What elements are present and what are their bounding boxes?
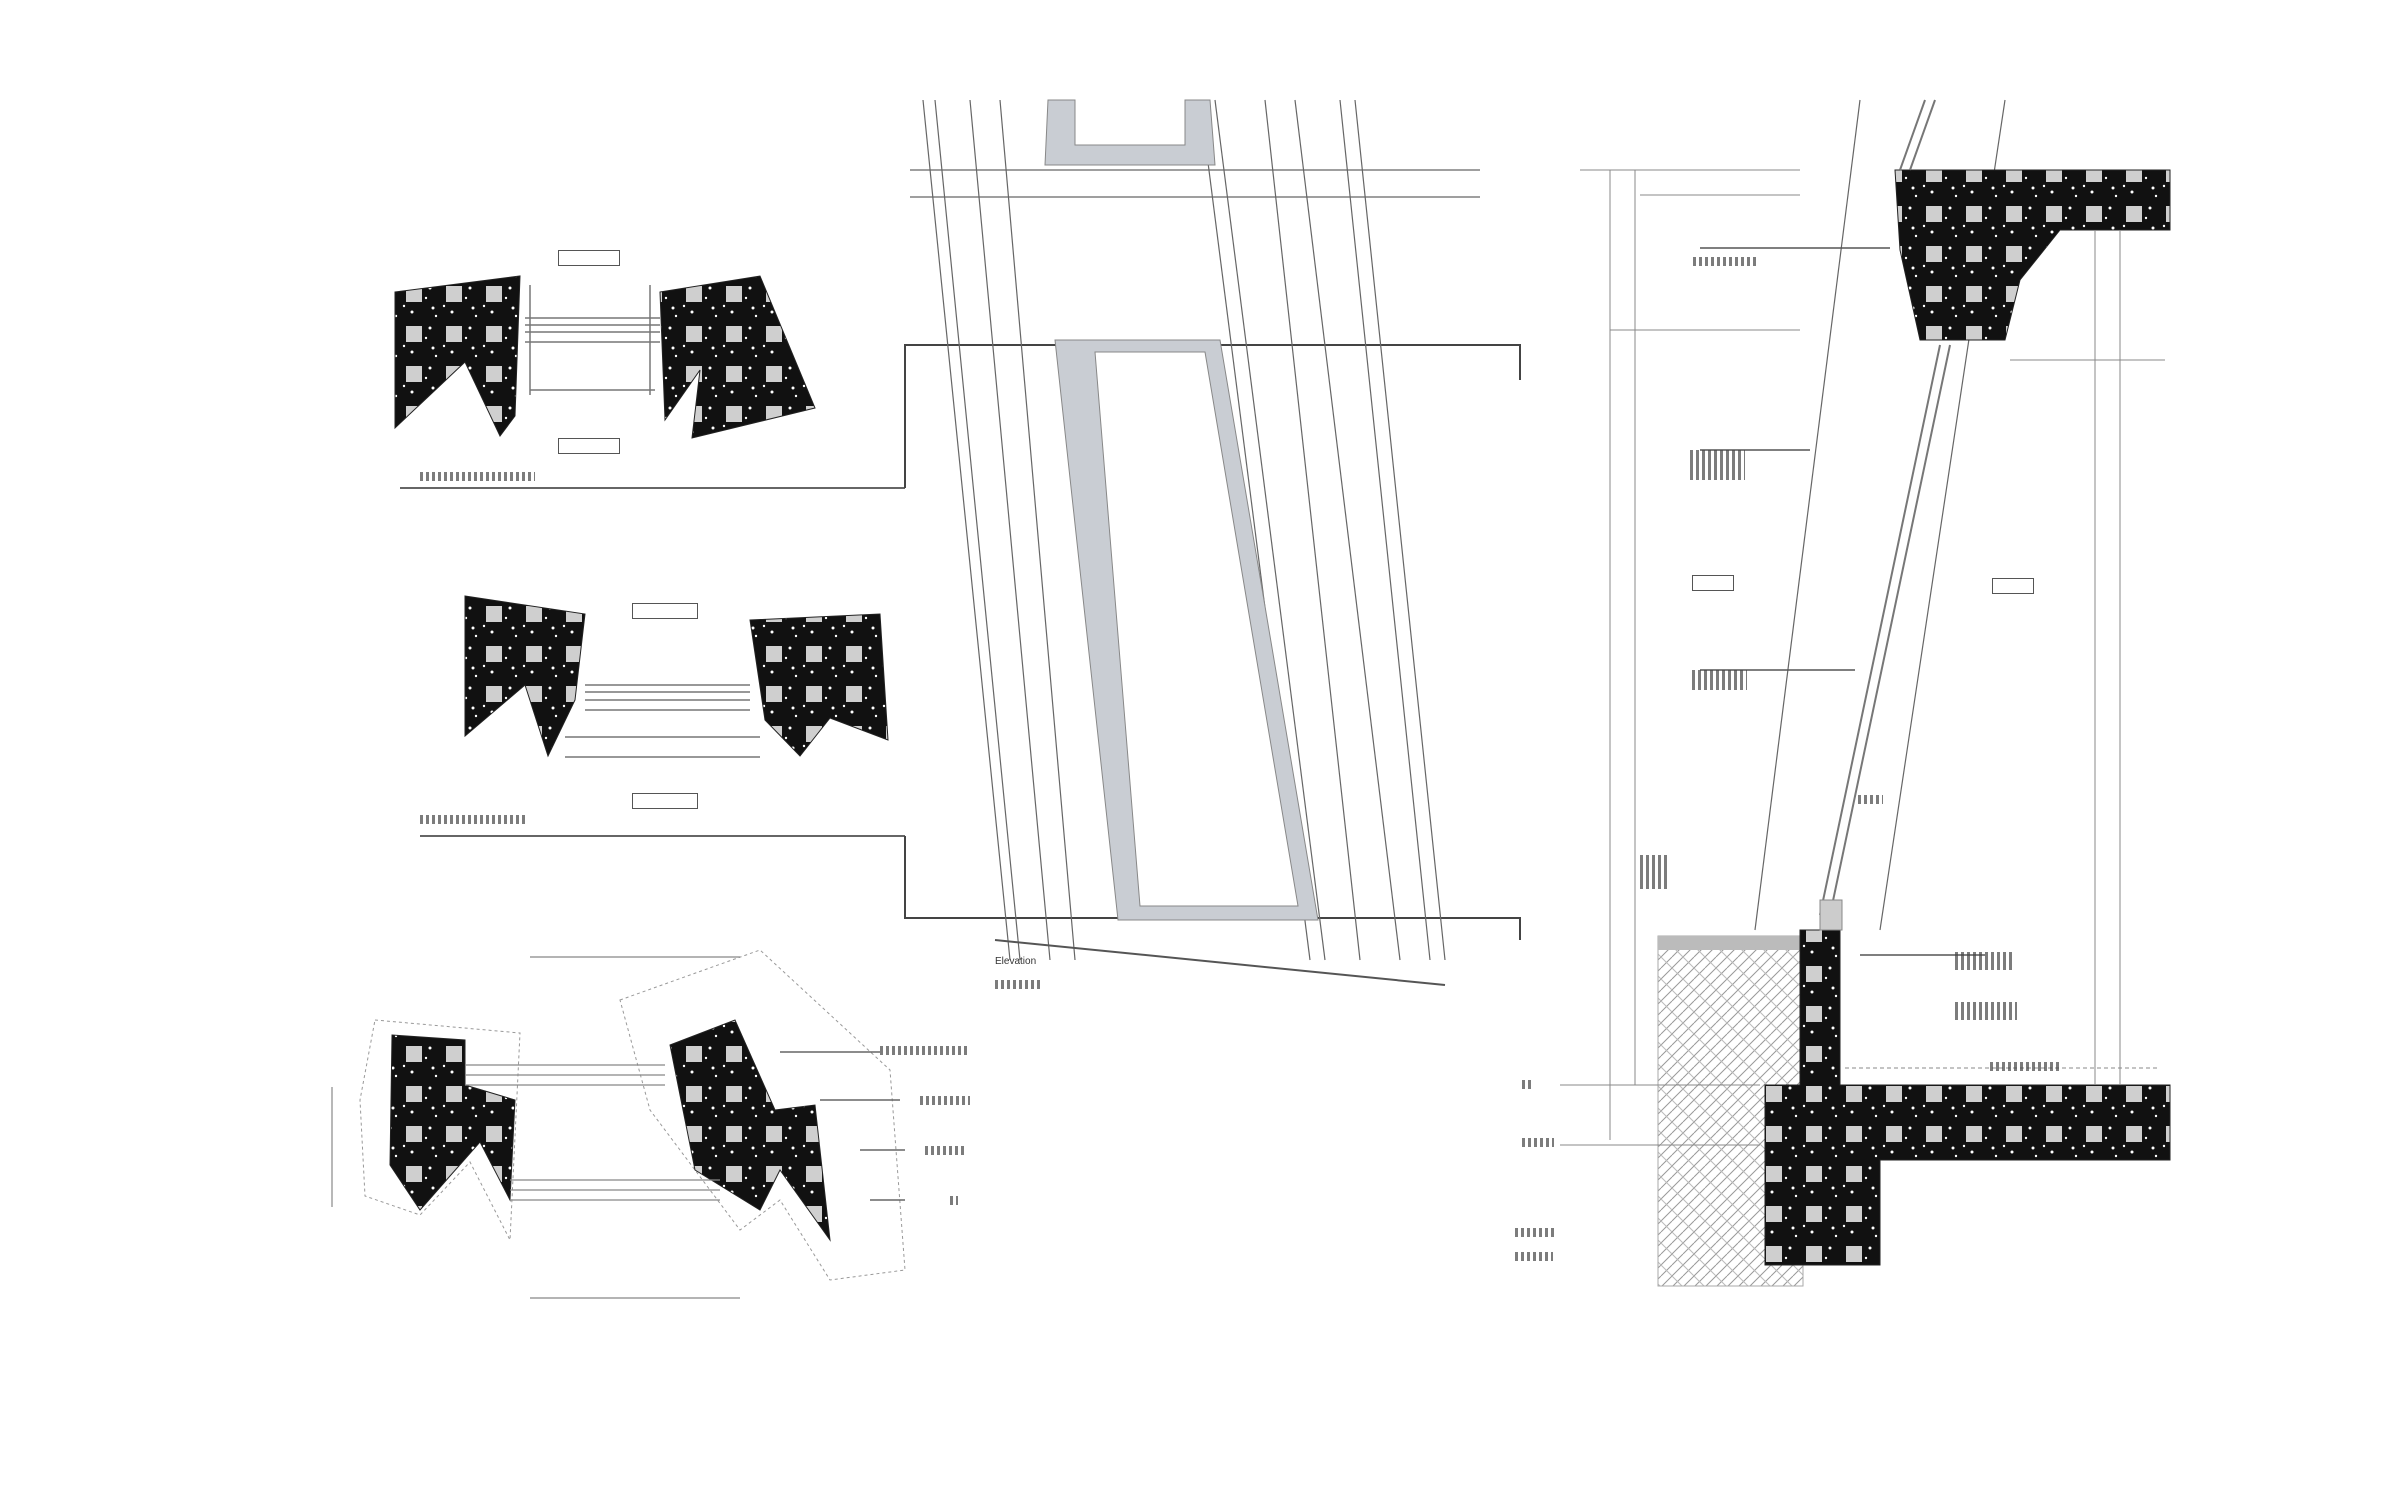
elevation-drawing <box>910 99 1480 986</box>
section-leader-top <box>1693 257 1758 266</box>
plan-3-leader-label-4 <box>950 1196 958 1205</box>
section-glass-label <box>1858 795 1883 804</box>
plan-2-bottom-tag <box>632 793 698 809</box>
plan-3-leader-label-1 <box>880 1046 970 1055</box>
plan-detail-3 <box>331 949 906 1299</box>
plan-detail-1 <box>394 275 1521 489</box>
plan-1-bottom-tag <box>558 438 620 454</box>
plan-3-leader-label-2 <box>920 1096 970 1105</box>
section-tag-left <box>1692 575 1734 591</box>
section-sill-label <box>1640 855 1670 889</box>
plan-detail-2 <box>420 595 1521 940</box>
section-level-bottom <box>1522 1138 1554 1147</box>
section-drawing <box>1560 99 2171 1287</box>
plan-3-leader-label-3 <box>925 1146 965 1155</box>
section-leader-right-1 <box>1955 952 2013 970</box>
plan-2-top-tag <box>632 603 698 619</box>
section-leader-right-2 <box>1955 1002 2017 1020</box>
section-tag-right <box>1992 578 2034 594</box>
section-level-top <box>1522 1080 1532 1089</box>
plan-1-caption <box>420 472 535 481</box>
plan-2-caption <box>420 815 528 824</box>
section-caption-scale <box>1515 1252 1553 1261</box>
elevation-caption-title: Elevation <box>995 956 1037 967</box>
plan-1-top-tag <box>558 250 620 266</box>
elevation-caption-scale <box>995 980 1040 989</box>
section-leader-left-2 <box>1692 670 1747 690</box>
section-caption-title <box>1515 1228 1555 1237</box>
section-floor-label <box>1990 1062 2062 1071</box>
section-leader-left-1 <box>1690 450 1745 480</box>
